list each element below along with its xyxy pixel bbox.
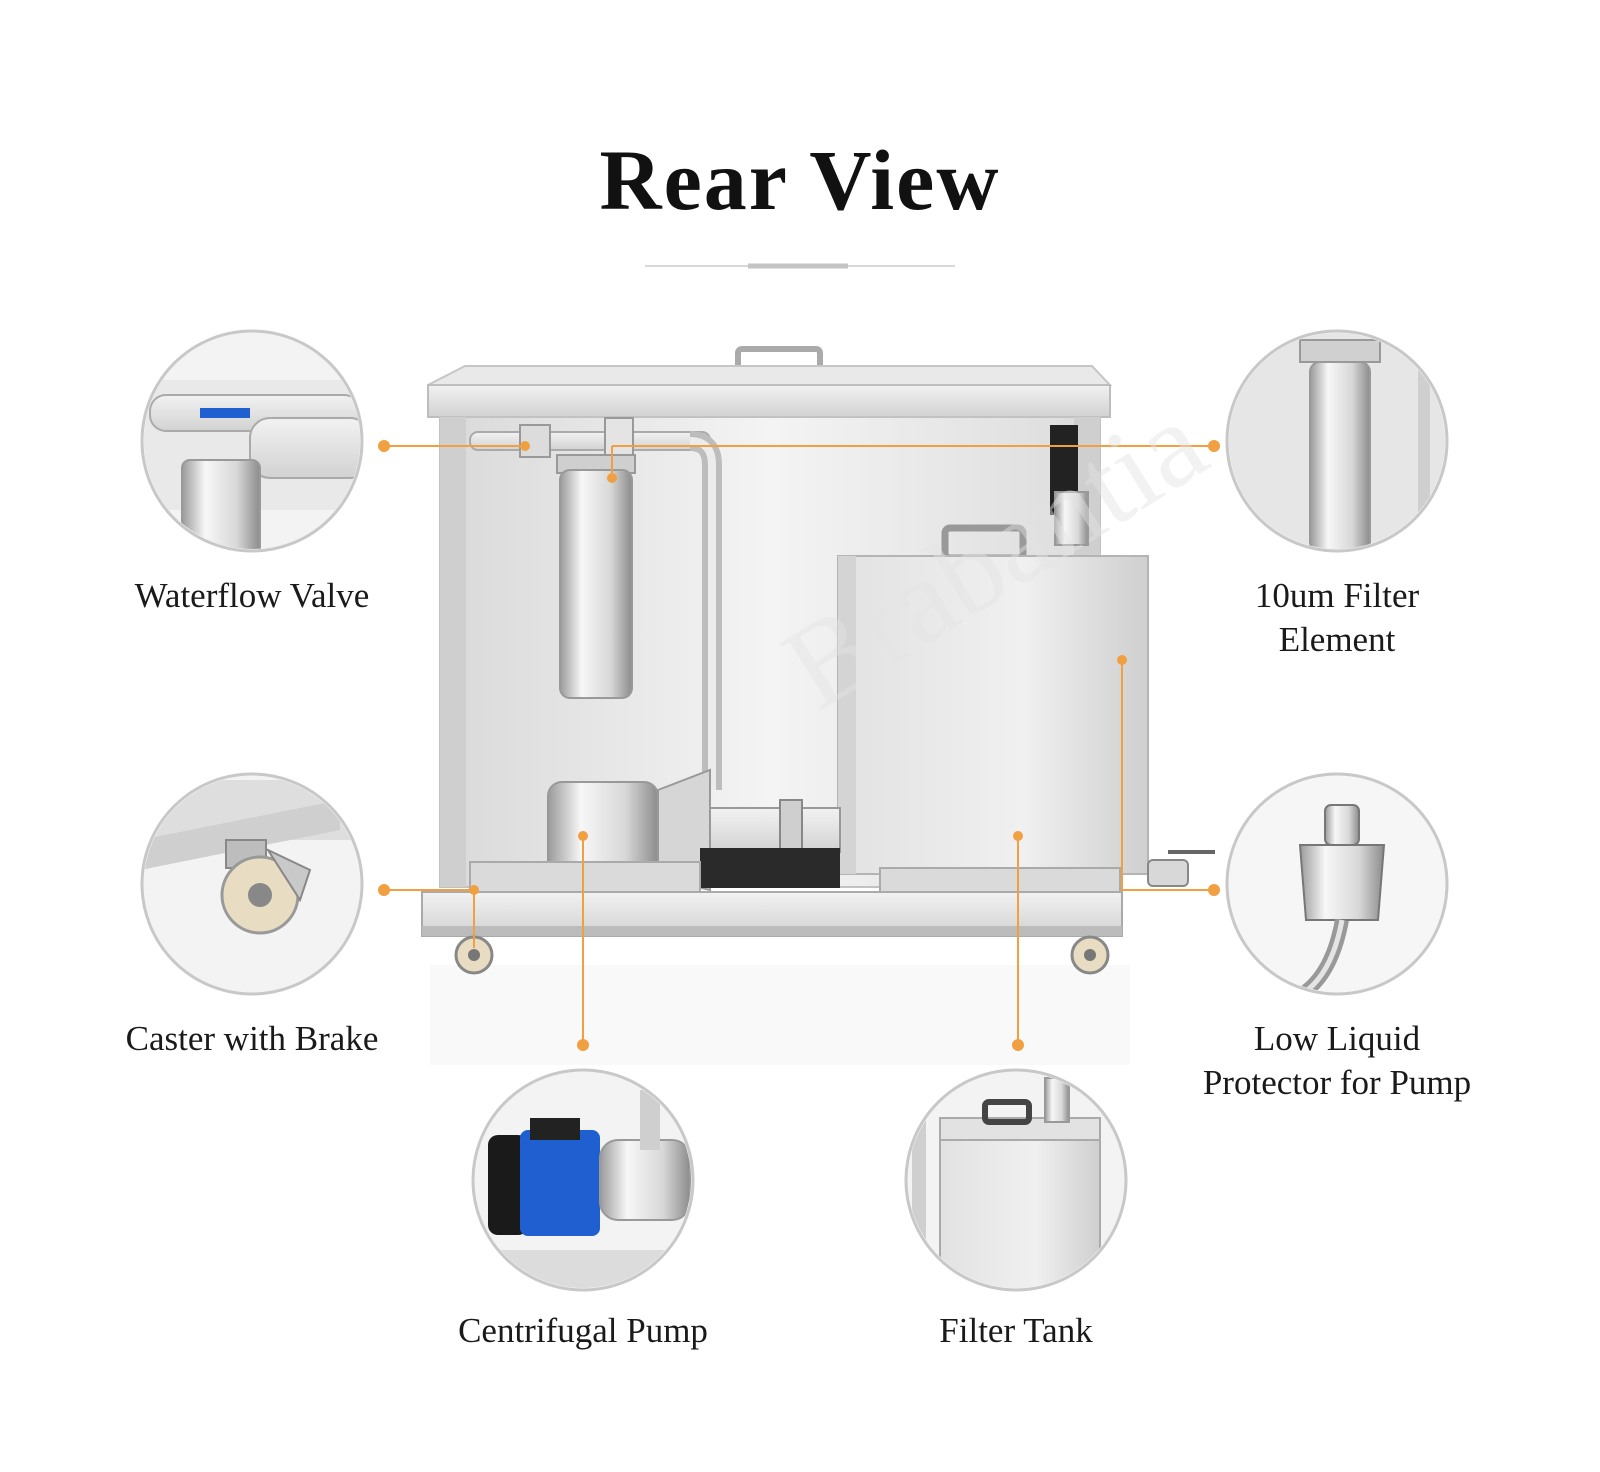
caster-wheel-icon	[140, 772, 364, 996]
label-filter-element-line2: Element	[1278, 620, 1396, 659]
pump-motor-icon	[471, 1068, 695, 1292]
page-title: Rear View	[599, 132, 1001, 228]
liquid-sensor-icon	[1225, 772, 1449, 996]
label-caster: Caster with Brake	[125, 1019, 379, 1058]
label-filter-element-line1: 10um Filter	[1254, 576, 1420, 615]
valve-icon	[140, 329, 364, 553]
leader-dots	[378, 440, 1220, 1051]
label-waterflow-valve: Waterflow Valve	[134, 576, 370, 615]
label-low-liquid-line2: Protector for Pump	[1202, 1063, 1472, 1102]
label-filter-element: 10um Filter Element	[1187, 574, 1487, 662]
leader-lines	[384, 445, 1214, 1045]
filter-cartridge-icon	[1225, 329, 1449, 553]
label-low-liquid: Low Liquid Protector for Pump	[1157, 1017, 1517, 1105]
label-pump: Centrifugal Pump	[458, 1311, 708, 1350]
label-filter-tank: Filter Tank	[939, 1311, 1093, 1350]
label-low-liquid-line1: Low Liquid	[1253, 1019, 1421, 1058]
machine-illustration	[421, 346, 1215, 1065]
filter-tank-icon	[904, 1068, 1128, 1292]
